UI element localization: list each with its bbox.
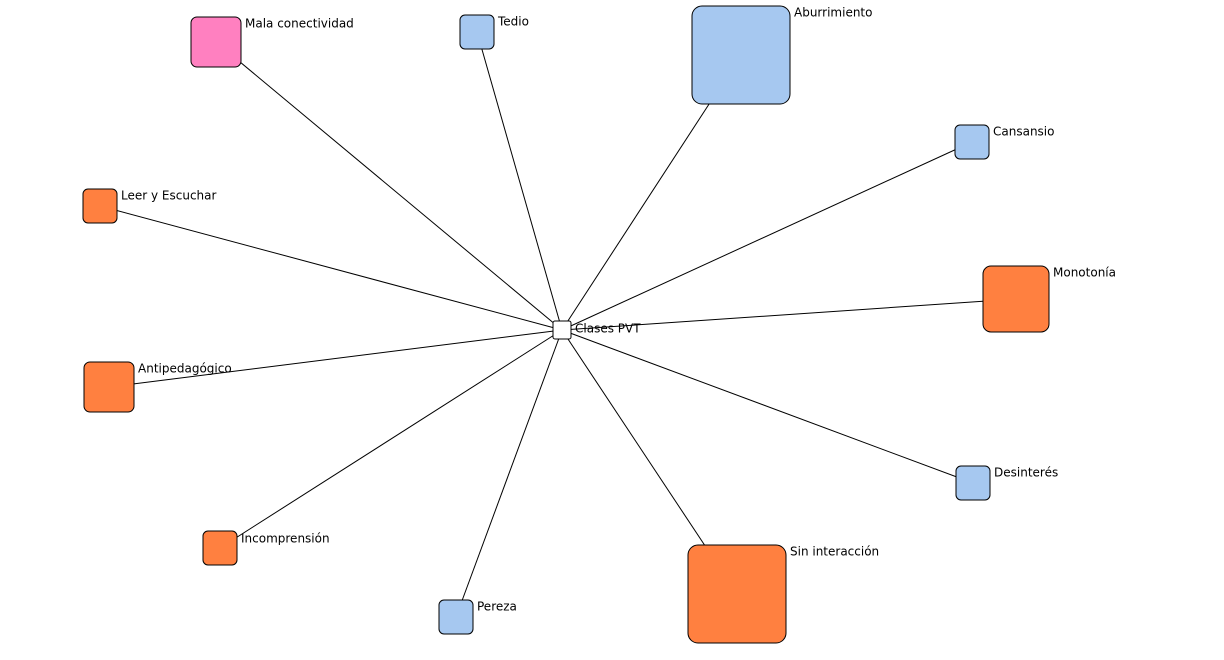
node-box-monotonia[interactable] bbox=[982, 265, 1050, 333]
node-box-leer[interactable] bbox=[82, 188, 118, 224]
node-box-desinteres[interactable] bbox=[955, 465, 991, 501]
node-label-pereza: Pereza bbox=[477, 600, 517, 614]
node-clases[interactable]: Clases PVT bbox=[552, 320, 641, 340]
node-sininteraccion[interactable]: Sin interacción bbox=[687, 544, 879, 644]
node-box-clases[interactable] bbox=[552, 320, 572, 340]
edge-clases-leer bbox=[99, 205, 563, 331]
node-label-incomprension: Incomprensión bbox=[241, 532, 330, 546]
node-incomprension[interactable]: Incomprensión bbox=[202, 530, 330, 566]
node-label-sininteraccion: Sin interacción bbox=[790, 545, 879, 559]
edge-clases-mala bbox=[215, 41, 563, 331]
node-label-desinteres: Desinterés bbox=[994, 466, 1058, 480]
node-box-sininteraccion[interactable] bbox=[687, 544, 787, 644]
edge-clases-antipedagogico bbox=[108, 329, 563, 388]
edge-clases-tedio bbox=[476, 31, 563, 331]
node-aburrimiento[interactable]: Aburrimiento bbox=[691, 5, 872, 105]
node-leer[interactable]: Leer y Escuchar bbox=[82, 188, 216, 224]
node-label-clases: Clases PVT bbox=[575, 322, 641, 336]
node-tedio[interactable]: Tedio bbox=[459, 14, 529, 50]
node-label-tedio: Tedio bbox=[497, 15, 529, 29]
node-pereza[interactable]: Pereza bbox=[438, 599, 517, 635]
node-cansansio[interactable]: Cansansio bbox=[954, 124, 1054, 160]
edge-clases-incomprension bbox=[219, 329, 563, 549]
node-antipedagogico[interactable]: Antipedagógico bbox=[83, 361, 232, 413]
node-box-pereza[interactable] bbox=[438, 599, 474, 635]
edge-clases-monotonia bbox=[561, 298, 1017, 331]
node-box-cansansio[interactable] bbox=[954, 124, 990, 160]
node-label-mala: Mala conectividad bbox=[245, 17, 354, 31]
node-box-mala[interactable] bbox=[190, 16, 242, 68]
edge-clases-cansansio bbox=[561, 141, 973, 331]
node-monotonia[interactable]: Monotonía bbox=[982, 265, 1116, 333]
node-label-antipedagogico: Antipedagógico bbox=[138, 362, 232, 376]
node-box-incomprension[interactable] bbox=[202, 530, 238, 566]
edge-clases-pereza bbox=[455, 329, 563, 618]
node-label-cansansio: Cansansio bbox=[993, 125, 1054, 139]
node-mala[interactable]: Mala conectividad bbox=[190, 16, 354, 68]
node-box-antipedagogico[interactable] bbox=[83, 361, 135, 413]
node-box-aburrimiento[interactable] bbox=[691, 5, 791, 105]
node-label-aburrimiento: Aburrimiento bbox=[794, 6, 872, 20]
node-label-leer: Leer y Escuchar bbox=[121, 189, 216, 203]
node-label-monotonia: Monotonía bbox=[1053, 266, 1116, 280]
nodes-layer: Mala conectividad Tedio AburrimientoCansan… bbox=[82, 5, 1116, 644]
node-box-tedio[interactable] bbox=[459, 14, 495, 50]
edge-clases-desinteres bbox=[561, 329, 974, 484]
node-desinteres[interactable]: Desinterés bbox=[955, 465, 1058, 501]
